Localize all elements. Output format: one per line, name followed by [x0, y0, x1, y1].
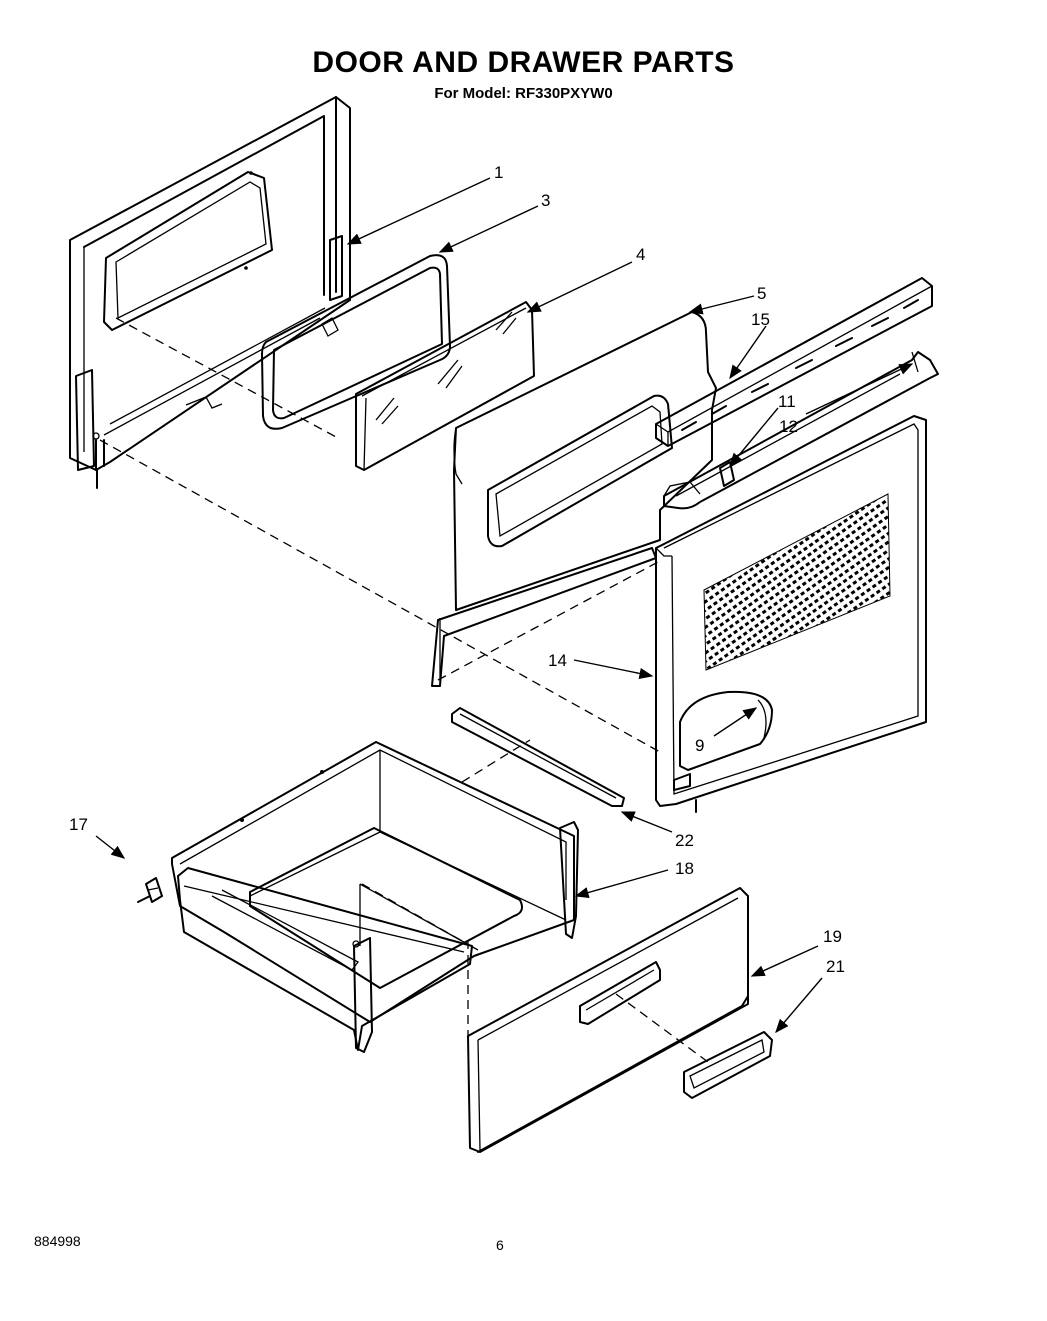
door-gasket — [261, 254, 451, 430]
callout-3: 3 — [541, 191, 550, 210]
document-number: 884998 — [34, 1233, 81, 1249]
drawer-handle — [683, 1031, 773, 1099]
callout-11: 11 — [778, 392, 796, 411]
alignment-lines — [99, 317, 709, 1063]
door-glass — [355, 301, 535, 471]
callout-19: 19 — [823, 927, 842, 946]
callout-9: 9 — [695, 736, 704, 755]
callout-15: 15 — [751, 310, 770, 329]
inner-door-liner — [431, 311, 717, 687]
callout-22: 22 — [675, 831, 694, 850]
outer-door-panel — [69, 96, 351, 489]
callout-18: 18 — [675, 859, 694, 878]
callout-1: 1 — [494, 163, 503, 182]
callout-14: 14 — [548, 651, 567, 670]
callout-21: 21 — [826, 957, 845, 976]
model-subtitle: For Model: RF330PXYW0 — [434, 85, 613, 102]
vent-trim-strip — [655, 277, 933, 447]
drawer-bumper — [137, 877, 163, 903]
clip-part — [719, 461, 735, 487]
callout-12: 12 — [779, 417, 798, 436]
page-title: DOOR AND DRAWER PARTS — [312, 46, 735, 79]
handle-bracket-rail — [663, 351, 939, 510]
page-number: 6 — [496, 1237, 504, 1253]
callout-17: 17 — [69, 815, 88, 834]
oven-door-back-panel — [655, 415, 927, 813]
drawer-glide-strip — [451, 707, 625, 807]
leader-lines — [95, 177, 914, 1034]
callout-5: 5 — [757, 284, 766, 303]
drawer-body — [171, 741, 579, 1053]
drawer-front-panel — [467, 887, 749, 1153]
callout-4: 4 — [636, 245, 645, 264]
